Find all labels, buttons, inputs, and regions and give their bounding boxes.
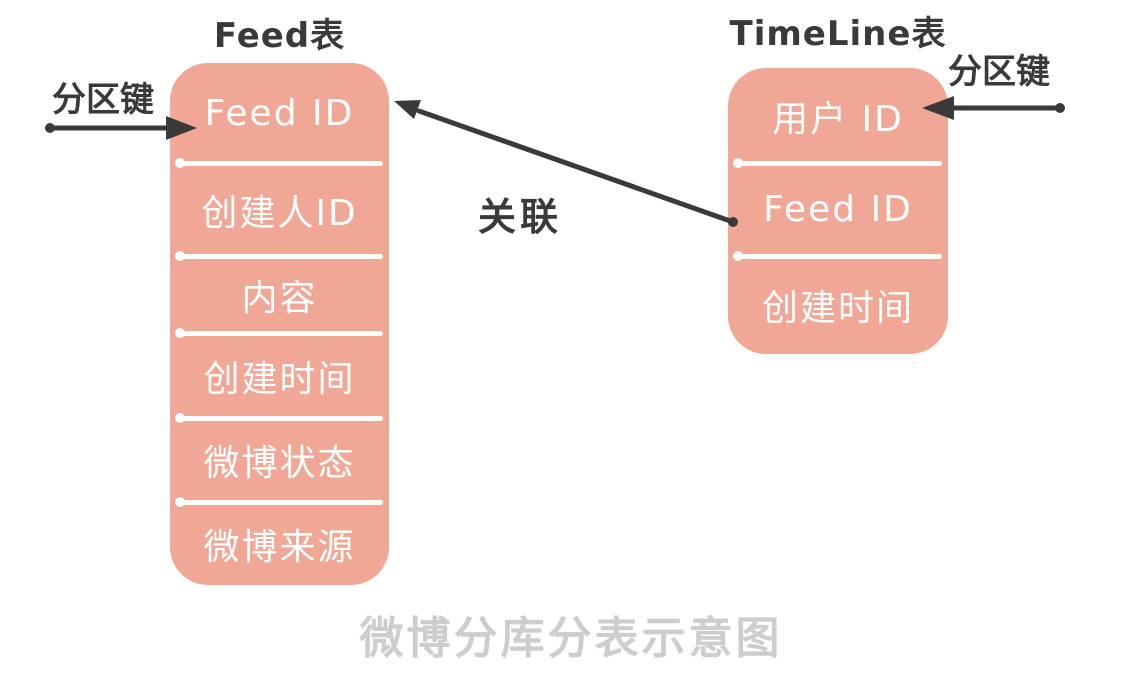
relation-label: 关联 — [478, 195, 563, 239]
feed-table-row: Feed ID — [170, 63, 389, 168]
partition-key-label-right: 分区键 — [948, 52, 1050, 92]
timeline-table-title: TimeLine表 — [729, 14, 947, 54]
feed-table: Feed ID 创建人ID 内容 创建时间 微博状态 微博来源 — [170, 63, 389, 585]
timeline-table-row: Feed ID — [728, 163, 948, 261]
timeline-table-row: 创建时间 — [761, 288, 914, 329]
feed-table-row: 创建人ID — [170, 163, 389, 261]
feed-table-row: 内容 — [170, 256, 389, 338]
relation-arrow — [394, 100, 738, 227]
feed-table-row: 微博来源 — [203, 526, 356, 568]
timeline-table: 用户 ID Feed ID 创建时间 — [728, 68, 948, 354]
partition-key-label-left: 分区键 — [52, 80, 154, 120]
timeline-table-row: 用户 ID — [728, 68, 948, 168]
diagram-caption: 微博分库分表示意图 — [359, 613, 783, 664]
feed-table-row: 微博状态 — [170, 418, 389, 507]
feed-table-row: 创建时间 — [170, 333, 389, 423]
feed-table-title: Feed表 — [213, 16, 346, 56]
